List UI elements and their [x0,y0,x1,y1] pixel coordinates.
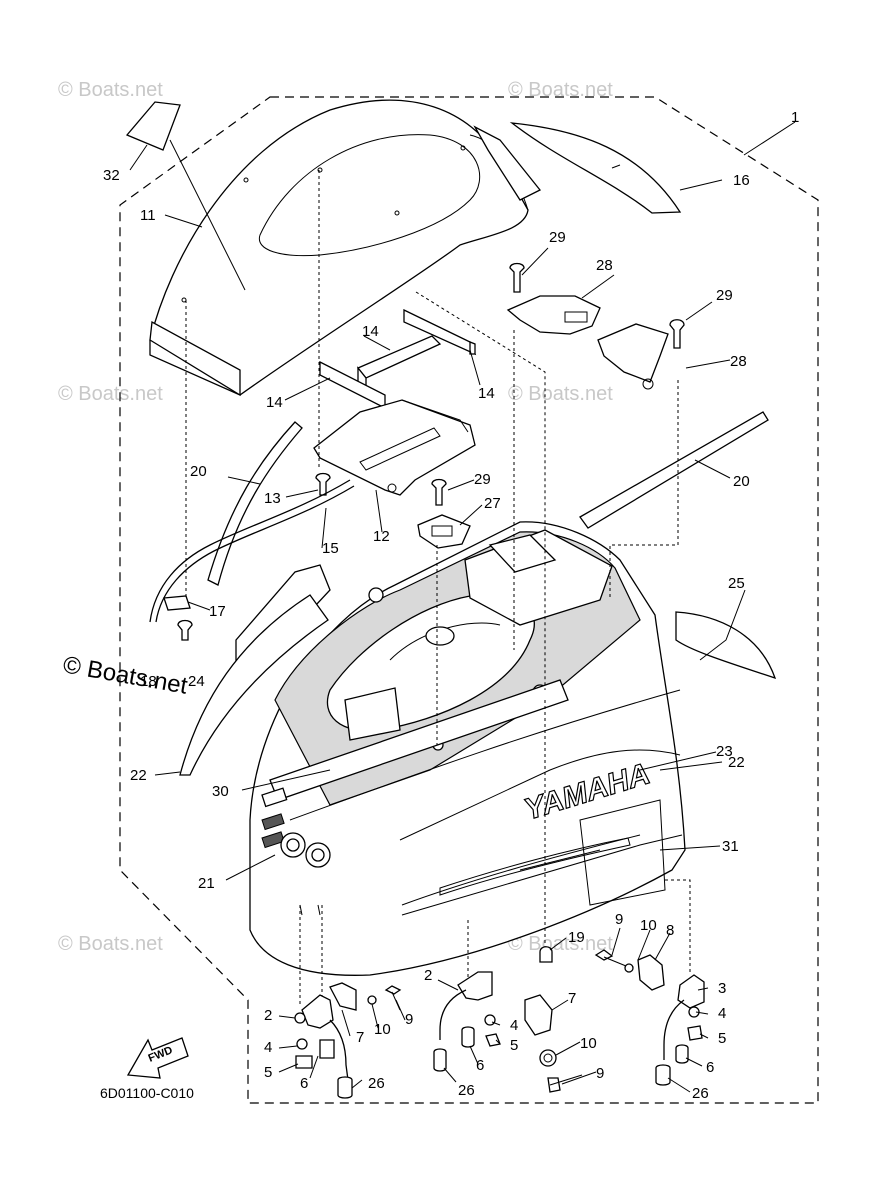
emblem-plate [125,101,181,151]
callout-26: 26 [692,1085,709,1102]
callout-19: 19 [568,929,585,946]
watermark-top-left: © Boats.net [58,79,163,101]
callout-15: 15 [322,540,339,557]
hose [149,479,351,623]
watermark-mid-right: © Boats.net [508,383,613,405]
callout-30: 30 [212,783,229,800]
fastener-18 [177,619,193,641]
callout-24: 24 [188,673,205,690]
callout-25: 25 [728,575,745,592]
callout-numbers: 1 32 11 16 29 28 29 28 14 14 14 20 20 13… [103,109,799,1102]
hose-clip [163,595,191,611]
decal-right-25 [675,611,777,680]
callout-27: 27 [484,495,501,512]
callout-4: 4 [718,1005,726,1022]
callout-17: 17 [209,603,226,620]
callout-2: 2 [424,967,432,984]
callout-31: 31 [722,838,739,855]
hinge-bracket-right [594,949,705,1086]
callout-9: 9 [596,1065,604,1082]
callout-1: 1 [791,109,799,126]
seal-strip-right [579,411,769,529]
callout-8: 8 [666,922,674,939]
watermark-top-right: © Boats.net [508,79,613,101]
callout-14: 14 [362,323,379,340]
callout-29: 29 [549,229,566,246]
decal-left-22 [179,594,329,776]
callout-11: 11 [140,207,156,224]
callout-22: 22 [130,767,147,784]
leader-dash-lines [185,170,691,1010]
hinge-bracket-center [433,946,583,1093]
seal-strip-left [207,421,303,586]
callout-6: 6 [300,1075,308,1092]
watermark-center: © Boats.net [61,651,190,699]
callout-28: 28 [596,257,613,274]
hose-inner [155,485,355,623]
leader-lines [129,121,796,1093]
decal-top-strip [473,125,542,201]
assembly-outline [119,96,819,1104]
top-cowling [149,99,529,397]
callout-2: 2 [264,1007,272,1024]
callout-28: 28 [730,353,747,370]
callout-32: 32 [103,167,120,184]
top-fasteners [315,262,685,506]
callout-29: 29 [716,287,733,304]
callout-13: 13 [264,490,281,507]
gasket-27 [417,514,471,549]
callout-21: 21 [198,875,215,892]
seal-strips [319,308,477,410]
callout-29: 29 [474,471,491,488]
callout-9: 9 [405,1011,413,1028]
callout-3: 3 [718,980,726,997]
callout-20: 20 [190,463,207,480]
callout-7: 7 [568,990,576,1007]
callout-5: 5 [718,1030,726,1047]
bracket-12 [313,399,476,496]
callout-18: 18 [140,673,157,690]
watermark-low-right: © Boats.net [508,933,613,955]
callout-23: 23 [716,743,733,760]
callout-12: 12 [373,528,390,545]
forward-arrow: FWD [126,1037,189,1079]
callout-4: 4 [510,1017,518,1034]
callout-6: 6 [476,1057,484,1074]
callout-5: 5 [510,1037,518,1054]
callout-10: 10 [640,917,657,934]
callout-7: 7 [356,1029,364,1046]
callout-10: 10 [580,1035,597,1052]
callout-22: 22 [728,754,745,771]
callout-14: 14 [478,385,495,402]
bottom-cowling: YAMAHA [249,521,686,976]
brackets-28 [506,295,669,390]
callout-9: 9 [615,911,623,928]
callout-4: 4 [264,1039,272,1056]
callout-16: 16 [733,172,750,189]
callout-6: 6 [706,1059,714,1076]
diagram-code: 6D01100-C010 [100,1085,194,1101]
watermark-mid-left: © Boats.net [58,383,163,405]
callout-10: 10 [374,1021,391,1038]
decal-top [509,122,682,214]
watermark-low-left: © Boats.net [58,933,163,955]
callout-26: 26 [368,1075,385,1092]
callout-5: 5 [264,1064,272,1081]
callout-14: 14 [266,394,283,411]
callout-26: 26 [458,1082,475,1099]
callout-20: 20 [733,473,750,490]
